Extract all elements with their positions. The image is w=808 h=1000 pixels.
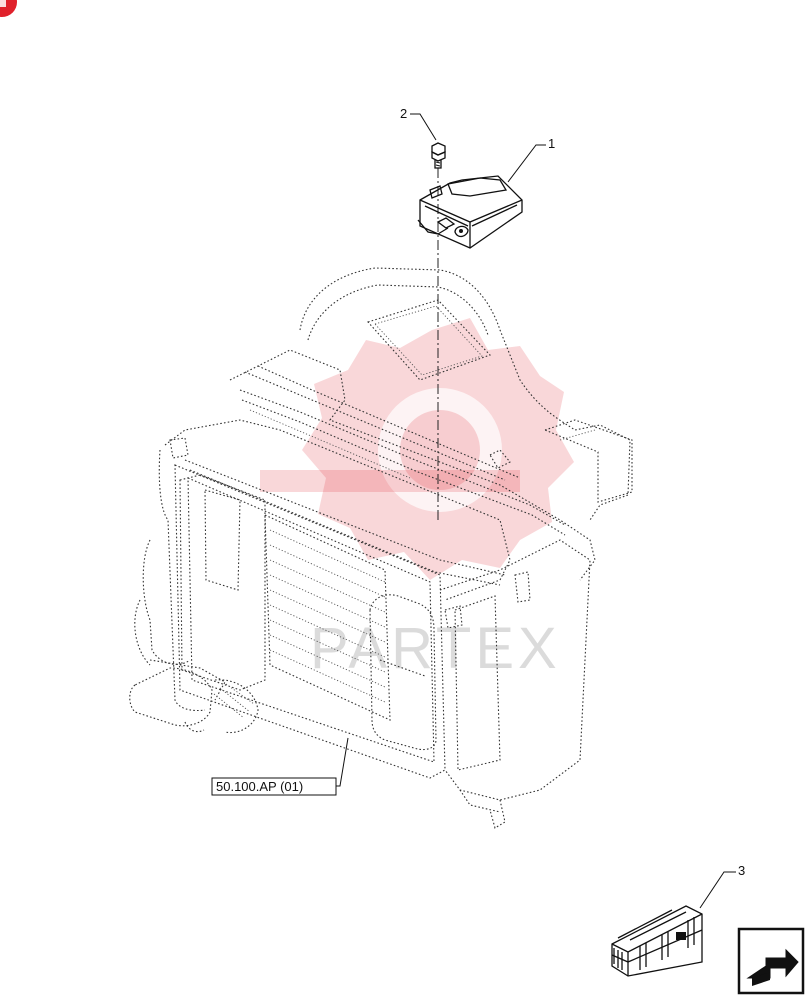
brand-badge-icon (0, 0, 17, 17)
callout-3: 3 (738, 863, 745, 878)
callout-3-leader (699, 871, 736, 909)
kit-crate-icon (611, 905, 703, 977)
control-module-part (417, 175, 523, 249)
watermark-logo (260, 318, 574, 580)
callout-2: 2 (400, 106, 407, 121)
reference-label[interactable]: 50.100.AP (01) (211, 737, 349, 796)
callout-1-leader (507, 144, 546, 183)
watermark-text: PARTEX (310, 616, 561, 681)
callout-1: 1 (548, 136, 555, 151)
callout-2-leader (410, 113, 437, 141)
arrow-next-page-icon[interactable] (737, 927, 805, 995)
hvac-unit-outline (129, 267, 633, 829)
reference-label-text: 50.100.AP (01) (216, 779, 303, 794)
bolt-part (431, 142, 446, 169)
